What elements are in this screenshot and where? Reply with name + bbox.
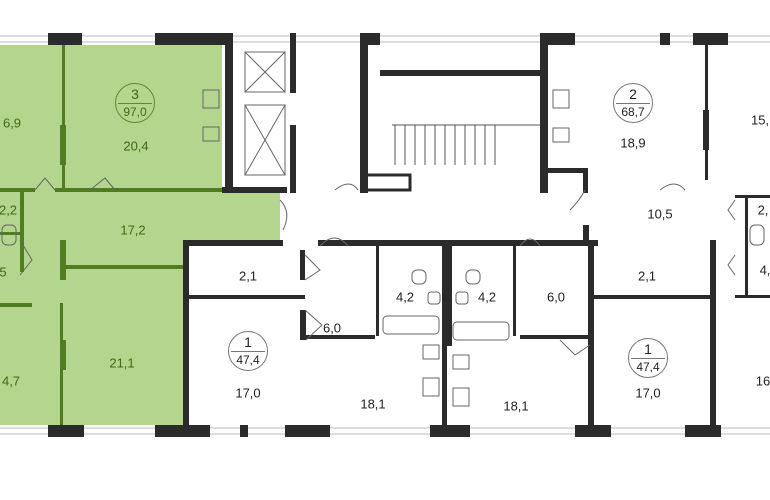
- room-area: 2,1: [238, 268, 258, 284]
- apartment-rooms: 2: [629, 86, 637, 102]
- apartment-rooms: 1: [244, 334, 252, 350]
- apartment-3-area: [0, 45, 280, 425]
- sink-icon: [202, 126, 570, 370]
- bathtub-icon: [382, 315, 510, 341]
- apartment-badge-3[interactable]: 3 97,0: [115, 83, 155, 123]
- apartment-rooms: 3: [131, 86, 139, 102]
- room-area: 18,9: [620, 135, 646, 151]
- apartment-area: 47,4: [631, 358, 665, 376]
- room-area: 2,1: [637, 268, 657, 284]
- stairs-icon: [392, 124, 540, 165]
- apartment-badge-1-left[interactable]: 1 47,4: [228, 331, 268, 371]
- room-area: 17,0: [635, 385, 661, 401]
- room-area: 18,1: [360, 396, 386, 412]
- apartment-area: 97,0: [118, 103, 152, 121]
- room-area: 15,: [750, 112, 770, 128]
- apartment-badge-1-right[interactable]: 1 47,4: [628, 338, 668, 378]
- kitchen-stove-icon: [202, 89, 570, 407]
- apartment-area: 47,4: [231, 351, 265, 369]
- room-area: 6,9: [2, 115, 22, 131]
- room-area: 4,: [759, 262, 770, 278]
- room-area: 6,0: [546, 289, 566, 305]
- room-area: 17,2: [120, 222, 146, 238]
- room-area: 20,4: [123, 138, 149, 154]
- room-area: 16: [755, 373, 770, 389]
- room-area: 2,2: [0, 202, 18, 218]
- windows-top: [0, 35, 770, 435]
- room-area: 4,2: [477, 289, 497, 305]
- apartment-area: 68,7: [616, 103, 650, 121]
- apartment-rooms: 1: [644, 341, 652, 357]
- apartment-3-walls: [0, 45, 225, 425]
- door-swing-icons: [19, 177, 736, 356]
- room-area: 2,: [757, 202, 769, 218]
- toilet-icon: [1, 224, 765, 305]
- room-area: 4,2: [395, 289, 415, 305]
- room-area: 21,1: [109, 355, 135, 371]
- room-area: 18,1: [503, 398, 529, 414]
- room-area: 5: [0, 264, 7, 280]
- apartment-badge-2[interactable]: 2 68,7: [613, 83, 653, 123]
- room-area: 6,0: [322, 320, 342, 336]
- room-area: 4,7: [1, 373, 21, 389]
- room-area: 10,5: [647, 206, 673, 222]
- room-area: 17,0: [235, 385, 261, 401]
- building-walls: [48, 33, 770, 437]
- elevator-icon: [244, 51, 286, 176]
